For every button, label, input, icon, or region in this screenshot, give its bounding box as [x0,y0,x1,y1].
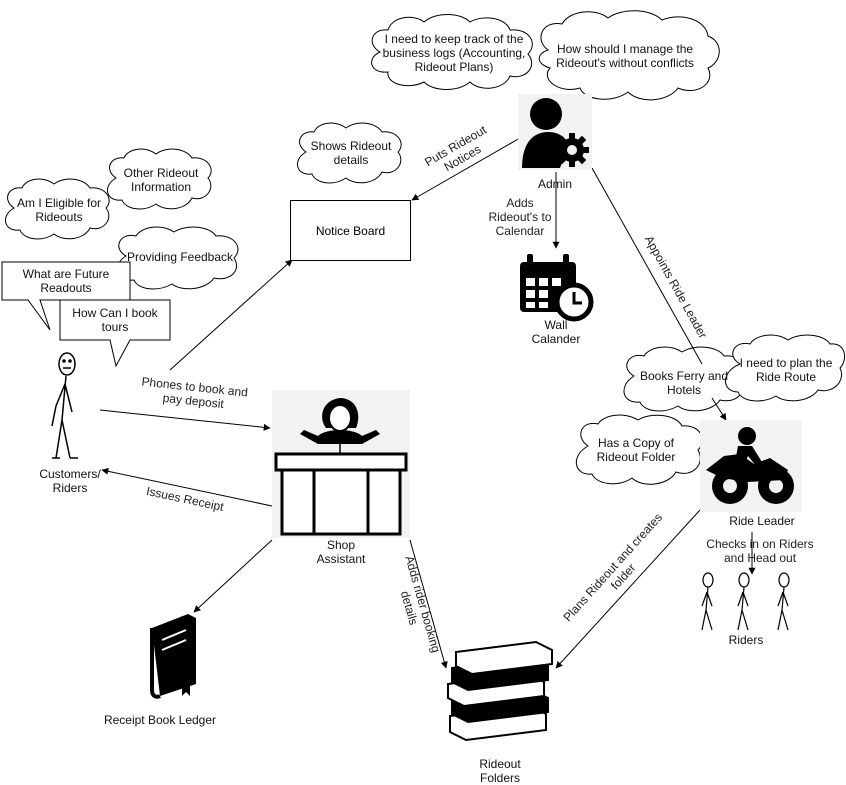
cloud-other-info [107,148,212,210]
rideout-folders-label: Rideout Folders [479,757,521,785]
thought-other-info: Other Rideout Information [123,166,199,194]
edge-label-adds-calendar: Adds Rideout's to Calendar [488,196,552,238]
shop-assistant-label: Shop Assistant [316,538,366,566]
thought-eligible: Am I Eligible for Rideouts [16,196,102,224]
edge-to-receipt-book [193,539,273,613]
thought-plan-route: I need to plan the Ride Route [739,356,833,384]
thought-copy-folder: Has a Copy of Rideout Folder [596,436,676,464]
motorbike-rider-icon [700,420,802,512]
receipt-book-label: Receipt Book Ledger [103,713,217,727]
shop-assistant-counter-icon [272,390,410,538]
notice-board-label: Notice Board [315,223,386,238]
edge-customer-to-notice [169,259,293,371]
cloud-admin-conflicts [538,10,720,101]
edge-label-checks-in: Checks in on Riders and Head out [706,537,814,565]
edge-plans-rideout [555,509,701,669]
cloud-copy-folder [576,414,703,485]
ride-leader-label: Ride Leader [729,514,795,528]
cloud-plan-route [725,334,846,402]
thought-admin-logs: I need to keep track of the business log… [382,32,526,74]
admin-label: Admin [537,177,572,191]
rider-figure-3 [777,572,790,631]
callout-book-tours [59,299,171,368]
cloud-eligible [5,178,110,240]
rider-figure-1 [701,572,714,631]
thought-ferry-hotels: Books Ferry and Hotels [639,369,729,397]
riders-label: Riders [728,633,764,647]
wall-calendar-label: Wall Calander [531,318,581,346]
edge-ferry-to-leader [711,397,727,421]
folder-stack-icon [447,640,553,742]
rider-figure-2 [737,572,750,631]
edge-phones-book [99,409,271,431]
notice-board-box: Notice Board [290,200,411,261]
callout-future-readouts [1,261,131,331]
callout-book-tours-text: How Can I book tours [72,306,158,334]
cloud-admin-logs [371,14,533,90]
customers-label: Customers/ Riders [39,467,101,495]
customer-stick-figure [51,352,78,459]
thought-notice-details: Shows Rideout details [310,139,392,167]
edge-puts-notices [411,137,521,201]
thought-feedback: Providing Feedback [126,250,234,264]
cloud-notice-details [297,122,402,184]
edge-issues-receipt [101,467,273,507]
edge-appoints-leader [591,167,703,365]
cloud-feedback [117,226,239,290]
admin-gear-icon [518,94,592,170]
thought-admin-conflicts: How should I manage the Rideout's withou… [556,42,694,70]
edge-adds-rider-details [409,539,448,669]
calendar-clock-icon [520,254,594,322]
callout-future-readouts-text: What are Future Readouts [22,267,110,295]
ledger-book-icon [150,614,196,699]
